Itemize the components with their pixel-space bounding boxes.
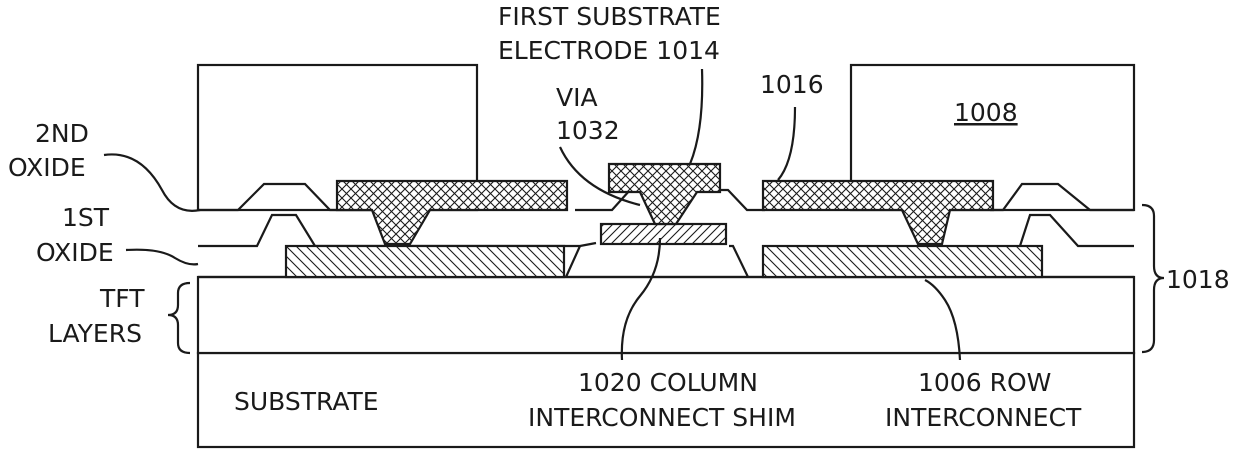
ref-1016-label: 1016 xyxy=(760,70,824,99)
tft-layers-label-1: TFT xyxy=(99,284,145,313)
leader-1016 xyxy=(778,107,795,180)
via-label-1: VIA xyxy=(556,83,598,112)
first-oxide-label-1: 1ST xyxy=(62,203,110,232)
tft-layers-label-2: LAYERS xyxy=(48,319,142,348)
row-interconnect-label-1: 1006 ROW xyxy=(918,368,1051,397)
right-electrode-1016 xyxy=(763,181,993,244)
column-shim-label-1: 1020 COLUMN xyxy=(578,368,758,397)
leader-2nd-oxide xyxy=(104,154,200,210)
second-oxide-label-1: 2ND xyxy=(35,119,89,148)
column-interconnect-shim xyxy=(601,224,726,244)
first-substrate-electrode-label-2: ELECTRODE 1014 xyxy=(498,36,720,65)
ref-1018-label: 1018 xyxy=(1166,265,1230,294)
ref-1018-bracket xyxy=(1142,205,1164,352)
tft-layers-bracket xyxy=(168,283,190,353)
ref-1008-label: 1008 xyxy=(954,98,1018,127)
first-substrate-electrode-label-1: FIRST SUBSTRATE xyxy=(498,2,721,31)
column-shim-label-2: INTERCONNECT SHIM xyxy=(528,403,796,432)
second-oxide-label-2: OXIDE xyxy=(8,153,86,182)
first-oxide-label-2: OXIDE xyxy=(36,238,114,267)
leader-1st-oxide xyxy=(126,250,198,265)
tft-layers-block xyxy=(198,277,1134,353)
row-interconnect-label-2: INTERCONNECT xyxy=(885,403,1082,432)
via-label-2: 1032 xyxy=(556,116,620,145)
substrate-label: SUBSTRATE xyxy=(234,387,379,416)
left-electrode xyxy=(337,181,567,244)
leader-first-substrate-electrode xyxy=(690,69,702,164)
row-interconnect-left xyxy=(286,246,564,277)
row-interconnect-right xyxy=(763,246,1042,277)
